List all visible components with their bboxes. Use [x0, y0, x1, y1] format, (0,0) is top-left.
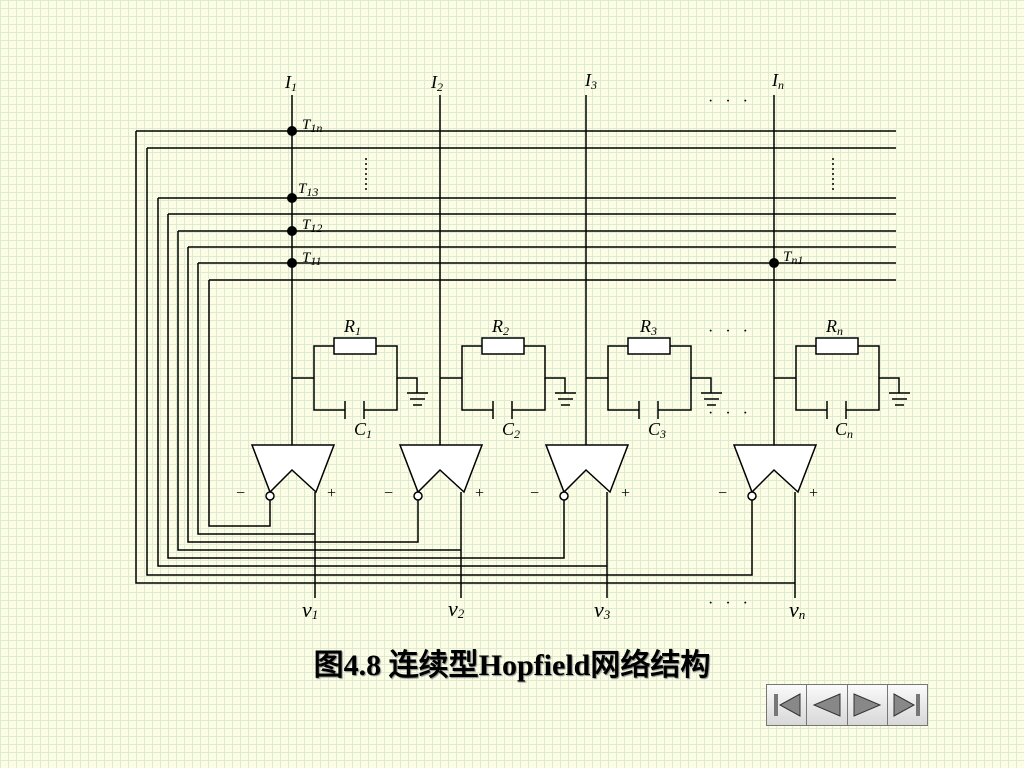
- wire: [157, 198, 607, 567]
- wire: [208, 280, 271, 527]
- wire: [135, 131, 795, 584]
- wire: [313, 345, 334, 378]
- inverting-node-3: [559, 491, 569, 501]
- wire: [146, 148, 753, 576]
- wire: [197, 263, 315, 535]
- input-label: I1: [284, 72, 297, 94]
- wire: [461, 378, 493, 411]
- previous-slide-button[interactable]: [807, 685, 848, 725]
- weight-label: T11: [302, 250, 321, 268]
- output-label: v2: [448, 596, 465, 621]
- inverting-node-1: [265, 491, 275, 501]
- resistor-label: Rn: [825, 316, 843, 338]
- weight-junction-dot: [287, 126, 297, 136]
- wire: [461, 345, 482, 378]
- plus-sign: +: [621, 485, 630, 502]
- weight-label: Tn1: [783, 249, 803, 267]
- next-icon: [853, 693, 882, 717]
- last-slide-button[interactable]: [887, 685, 927, 725]
- input-label: I2: [430, 72, 443, 94]
- weight-label: T13: [298, 181, 318, 199]
- weight-junction-dot: [769, 258, 779, 268]
- output-label: vn: [789, 597, 805, 622]
- plus-sign: +: [327, 485, 336, 502]
- amplifier-2: [398, 444, 484, 494]
- wire: [313, 378, 345, 411]
- resistor-label: R3: [639, 316, 657, 338]
- ellipsis: · · ·: [708, 323, 752, 340]
- resistor-4: [815, 337, 859, 355]
- minus-sign: −: [236, 485, 245, 502]
- next-slide-button[interactable]: [847, 685, 888, 725]
- minus-sign: −: [530, 485, 539, 502]
- wire: [846, 378, 880, 411]
- slide-navigation: [766, 684, 928, 726]
- weight-junction-dot: [287, 258, 297, 268]
- resistor-2: [481, 337, 525, 355]
- first-icon: [773, 693, 801, 717]
- resistor-label: R1: [343, 316, 361, 338]
- inverting-node-4: [747, 491, 757, 501]
- ellipsis: · · ·: [708, 595, 752, 612]
- wire: [607, 345, 628, 378]
- amplifier-3: [544, 444, 630, 494]
- plus-sign: +: [809, 485, 818, 502]
- wire: [512, 378, 546, 411]
- wire: [795, 345, 816, 378]
- output-label: v3: [594, 597, 611, 622]
- last-icon: [893, 693, 921, 717]
- amplifier-1: [250, 444, 336, 494]
- output-label: v1: [302, 597, 318, 622]
- wire: [795, 378, 827, 411]
- wire: [364, 378, 398, 411]
- amplifier-4: [732, 444, 818, 494]
- input-label: I3: [584, 70, 597, 92]
- wire: [658, 378, 692, 411]
- wire: [187, 247, 419, 543]
- capacitor-label: C1: [354, 419, 372, 441]
- wire: [167, 214, 565, 559]
- ellipsis: · · ·: [708, 405, 752, 422]
- input-label: In: [771, 70, 784, 92]
- figure-caption: 图4.8 连续型Hopfield网络结构: [313, 649, 711, 682]
- ellipsis: · · ·: [708, 93, 752, 110]
- weight-label: T1n: [302, 117, 322, 135]
- capacitor-label: Cn: [835, 419, 853, 441]
- plus-sign: +: [475, 485, 484, 502]
- wire: [607, 378, 639, 411]
- capacitor-label: C2: [502, 419, 520, 441]
- weight-junction-dot: [287, 193, 297, 203]
- weight-junction-dot: [287, 226, 297, 236]
- inverting-node-2: [413, 491, 423, 501]
- capacitor-label: C3: [648, 419, 666, 441]
- prev-icon: [812, 693, 841, 717]
- weight-label: T12: [302, 217, 322, 235]
- minus-sign: −: [384, 485, 393, 502]
- first-slide-button[interactable]: [767, 685, 808, 725]
- resistor-1: [333, 337, 377, 355]
- resistor-label: R2: [491, 316, 509, 338]
- minus-sign: −: [718, 485, 727, 502]
- wire: [177, 231, 461, 551]
- resistor-3: [627, 337, 671, 355]
